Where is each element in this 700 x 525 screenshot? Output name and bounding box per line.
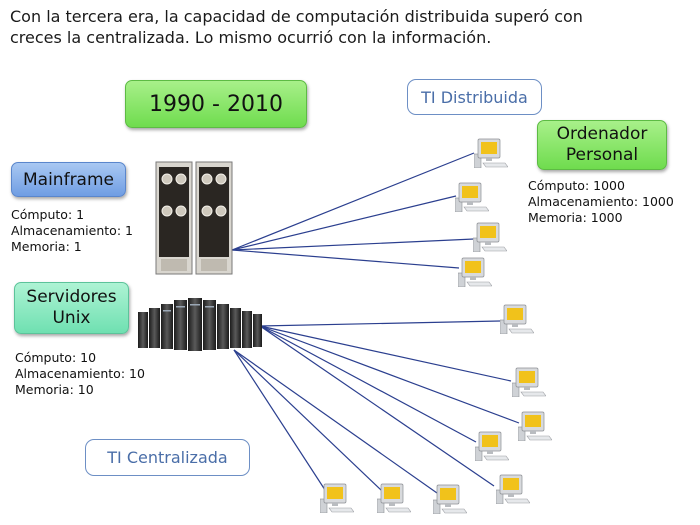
personal-computer-label: Ordenador Personal bbox=[537, 120, 667, 170]
desktop-computer-icon bbox=[473, 222, 507, 252]
pc-stat-memory: Memoria: 1000 bbox=[528, 210, 623, 225]
personal-computer-label-line-1: Ordenador bbox=[556, 124, 648, 144]
mainframe-label: Mainframe bbox=[11, 162, 126, 197]
pc-stat-compute: Cómputo: 1000 bbox=[528, 178, 625, 193]
unix-link-5 bbox=[259, 325, 495, 487]
unix-servers-label-line-2: Unix bbox=[52, 308, 91, 328]
desktop-computer-icon bbox=[512, 367, 546, 397]
era-label-text: 1990 - 2010 bbox=[149, 91, 283, 117]
mainframe-link-1 bbox=[231, 152, 475, 251]
mainframe-link-4 bbox=[231, 249, 460, 269]
desktop-computer-icon bbox=[455, 182, 489, 212]
distributed-it-label-text: TI Distribuida bbox=[421, 87, 528, 107]
unix-link-2 bbox=[259, 325, 512, 382]
server-cluster-icon bbox=[138, 298, 262, 351]
pc-stat-storage: Almacenamiento: 1000 bbox=[528, 194, 674, 209]
mainframe-stat-memory: Memoria: 1 bbox=[11, 239, 82, 254]
era-label: 1990 - 2010 bbox=[125, 80, 307, 128]
distributed-it-label: TI Distribuida bbox=[407, 79, 542, 115]
desktop-computer-icon bbox=[518, 411, 552, 441]
intro-line-1: Con la tercera era, la capacidad de comp… bbox=[10, 7, 583, 26]
mainframe-stat-compute: Cómputo: 1 bbox=[11, 207, 85, 222]
personal-computer-stats: Cómputo: 1000 Almacenamiento: 1000 Memor… bbox=[528, 178, 674, 226]
mainframe-link-2 bbox=[231, 195, 457, 251]
unix-servers-label-line-1: Servidores bbox=[26, 287, 117, 307]
desktop-computer-icon bbox=[474, 138, 508, 168]
mainframe-link-3 bbox=[231, 238, 475, 251]
unix-link-7 bbox=[233, 349, 383, 492]
personal-computer-label-line-2: Personal bbox=[565, 145, 639, 165]
intro-line-2: creces la centralizada. Lo mismo ocurrió… bbox=[10, 28, 492, 47]
mainframe-stat-storage: Almacenamiento: 1 bbox=[11, 223, 133, 238]
desktop-computer-icon bbox=[500, 304, 534, 334]
unix-stat-memory: Memoria: 10 bbox=[15, 382, 94, 397]
desktop-computer-icon bbox=[475, 431, 509, 461]
desktop-computer-icon bbox=[433, 484, 467, 514]
unix-link-8 bbox=[233, 349, 328, 494]
unix-link-6 bbox=[233, 349, 438, 494]
unix-link-3 bbox=[259, 325, 520, 424]
unix-servers-label: Servidores Unix bbox=[14, 282, 129, 334]
desktop-computer-icon bbox=[377, 483, 411, 513]
desktop-computer-icon bbox=[320, 483, 354, 513]
intro-text: Con la tercera era, la capacidad de comp… bbox=[10, 6, 690, 48]
unix-stat-storage: Almacenamiento: 10 bbox=[15, 366, 145, 381]
desktop-computer-icon bbox=[458, 257, 492, 287]
unix-link-4 bbox=[259, 325, 477, 443]
mainframe-stats: Cómputo: 1 Almacenamiento: 1 Memoria: 1 bbox=[11, 207, 133, 255]
mainframe-rack-icon bbox=[155, 161, 233, 275]
centralized-it-label-text: TI Centralizada bbox=[107, 448, 228, 467]
unix-link-1 bbox=[259, 320, 501, 327]
unix-stats: Cómputo: 10 Almacenamiento: 10 Memoria: … bbox=[15, 350, 145, 398]
centralized-it-label: TI Centralizada bbox=[85, 439, 250, 476]
unix-stat-compute: Cómputo: 10 bbox=[15, 350, 97, 365]
mainframe-label-text: Mainframe bbox=[23, 169, 114, 190]
desktop-computer-icon bbox=[496, 474, 530, 504]
